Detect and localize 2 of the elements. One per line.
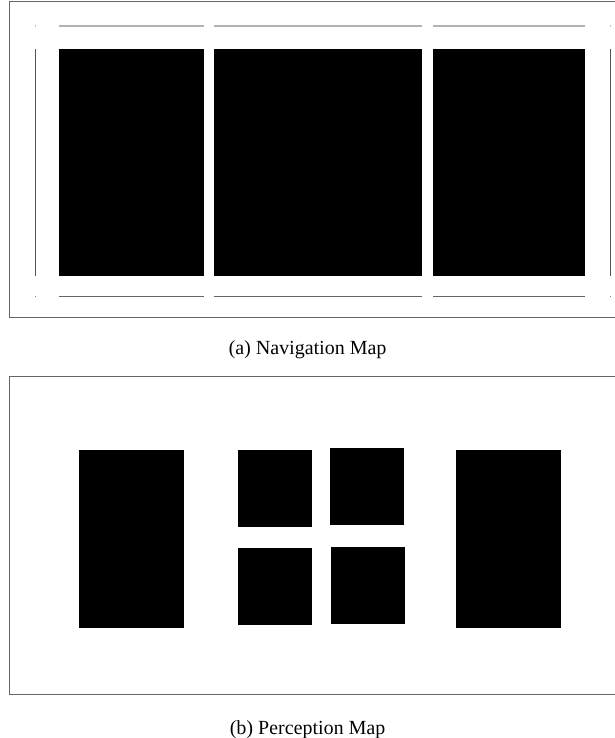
panel-caption: (b) Perception Map bbox=[230, 716, 386, 738]
panel-caption: (a) Navigation Map bbox=[228, 336, 386, 360]
